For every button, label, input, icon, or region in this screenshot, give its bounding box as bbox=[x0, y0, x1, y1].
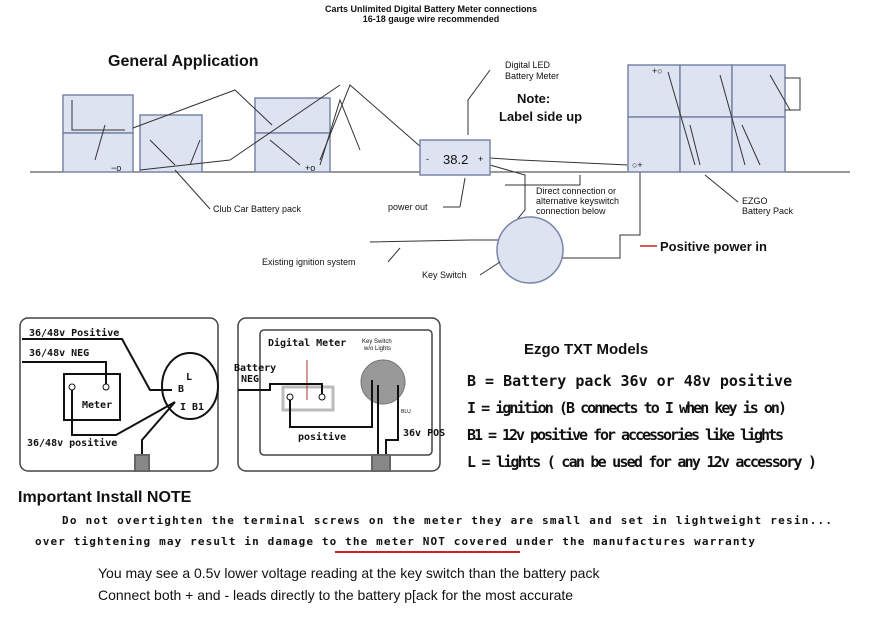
pos-bottom-label: 36/48v positive bbox=[27, 437, 117, 449]
pos-top-label: 36/48v Positive bbox=[29, 327, 119, 339]
key-switch-terminals bbox=[161, 352, 219, 420]
digital-led-meter bbox=[419, 139, 491, 176]
header-subtitle: 16-18 gauge wire recommended bbox=[363, 14, 500, 24]
club-car-battery-pack bbox=[62, 94, 331, 173]
battery-neg-label-1: Battery bbox=[234, 363, 276, 374]
pos36-label: 36v POS bbox=[403, 428, 445, 439]
meter-box-label: Meter bbox=[82, 400, 112, 411]
note-label-side: Label side up bbox=[499, 109, 582, 124]
svg-text:+○: +○ bbox=[652, 66, 663, 76]
neg-label: 36/48v NEG bbox=[29, 348, 89, 359]
power-out-label: power out bbox=[388, 202, 428, 212]
svg-text:B: B bbox=[178, 384, 184, 395]
meter-label-1: Digital LED bbox=[505, 60, 551, 70]
note-line-1: Do not overtighten the terminal screws o… bbox=[62, 514, 832, 527]
note-line-2: over tightening may result in damage to … bbox=[35, 535, 755, 548]
meter-keyswitch-panel bbox=[237, 317, 441, 472]
ezgo-txt-title: Ezgo TXT Models bbox=[524, 341, 648, 358]
ignition-label: Existing ignition system bbox=[262, 257, 356, 267]
svg-text:BLU: BLU bbox=[401, 409, 411, 415]
footer-line-2: Connect both + and - leads directly to t… bbox=[98, 587, 573, 603]
digital-meter-label: Digital Meter bbox=[268, 337, 346, 349]
ezgo-line-l: L = lights ( can be used for any 12v acc… bbox=[467, 453, 817, 471]
battery-neg-label-2: NEG bbox=[241, 374, 259, 385]
direct-connection-label-2: alternative keyswitch bbox=[536, 196, 619, 206]
ezgo-line-i: I = ignition (B connects to I when key i… bbox=[467, 399, 787, 417]
footer-line-1: You may see a 0.5v lower voltage reading… bbox=[98, 565, 600, 581]
important-note-title: Important Install NOTE bbox=[18, 489, 192, 506]
positive-label: positive bbox=[298, 431, 346, 443]
ezgo-label-1: EZGO bbox=[742, 196, 768, 206]
svg-text:w/o Lights: w/o Lights bbox=[363, 346, 391, 352]
club-car-label: Club Car Battery pack bbox=[213, 204, 302, 214]
battery-terminal-pos: +o bbox=[305, 163, 315, 173]
positive-power-in-label: Positive power in bbox=[660, 239, 767, 254]
meter-label-2: Battery Meter bbox=[505, 71, 559, 81]
svg-text:○+: ○+ bbox=[632, 160, 643, 170]
note-label: Note: bbox=[517, 91, 550, 106]
direct-connection-label-1: Direct connection or bbox=[536, 186, 616, 196]
header-title: Carts Unlimited Digital Battery Meter co… bbox=[325, 4, 537, 14]
key-switch-label: Key Switch bbox=[422, 270, 467, 280]
svg-text:-: - bbox=[426, 154, 429, 164]
ezgo-label-2: Battery Pack bbox=[742, 206, 794, 216]
ezgo-line-b1: B1 = 12v positive for accessories like l… bbox=[467, 426, 784, 444]
key-switch bbox=[496, 216, 564, 284]
svg-text:B1: B1 bbox=[192, 402, 204, 413]
meter-reading: 38.2 bbox=[443, 152, 468, 167]
svg-text:I: I bbox=[180, 402, 186, 413]
svg-text:L: L bbox=[186, 372, 192, 383]
direct-connection-label-3: connection below bbox=[536, 206, 606, 216]
svg-text:Key Switch: Key Switch bbox=[362, 339, 392, 345]
ezgo-line-b: B = Battery pack 36v or 48v positive bbox=[467, 372, 792, 390]
general-application-heading: General Application bbox=[108, 53, 259, 70]
svg-text:+: + bbox=[478, 154, 483, 164]
ezgo-battery-pack bbox=[627, 64, 786, 173]
battery-terminal-neg: −o bbox=[111, 163, 121, 173]
